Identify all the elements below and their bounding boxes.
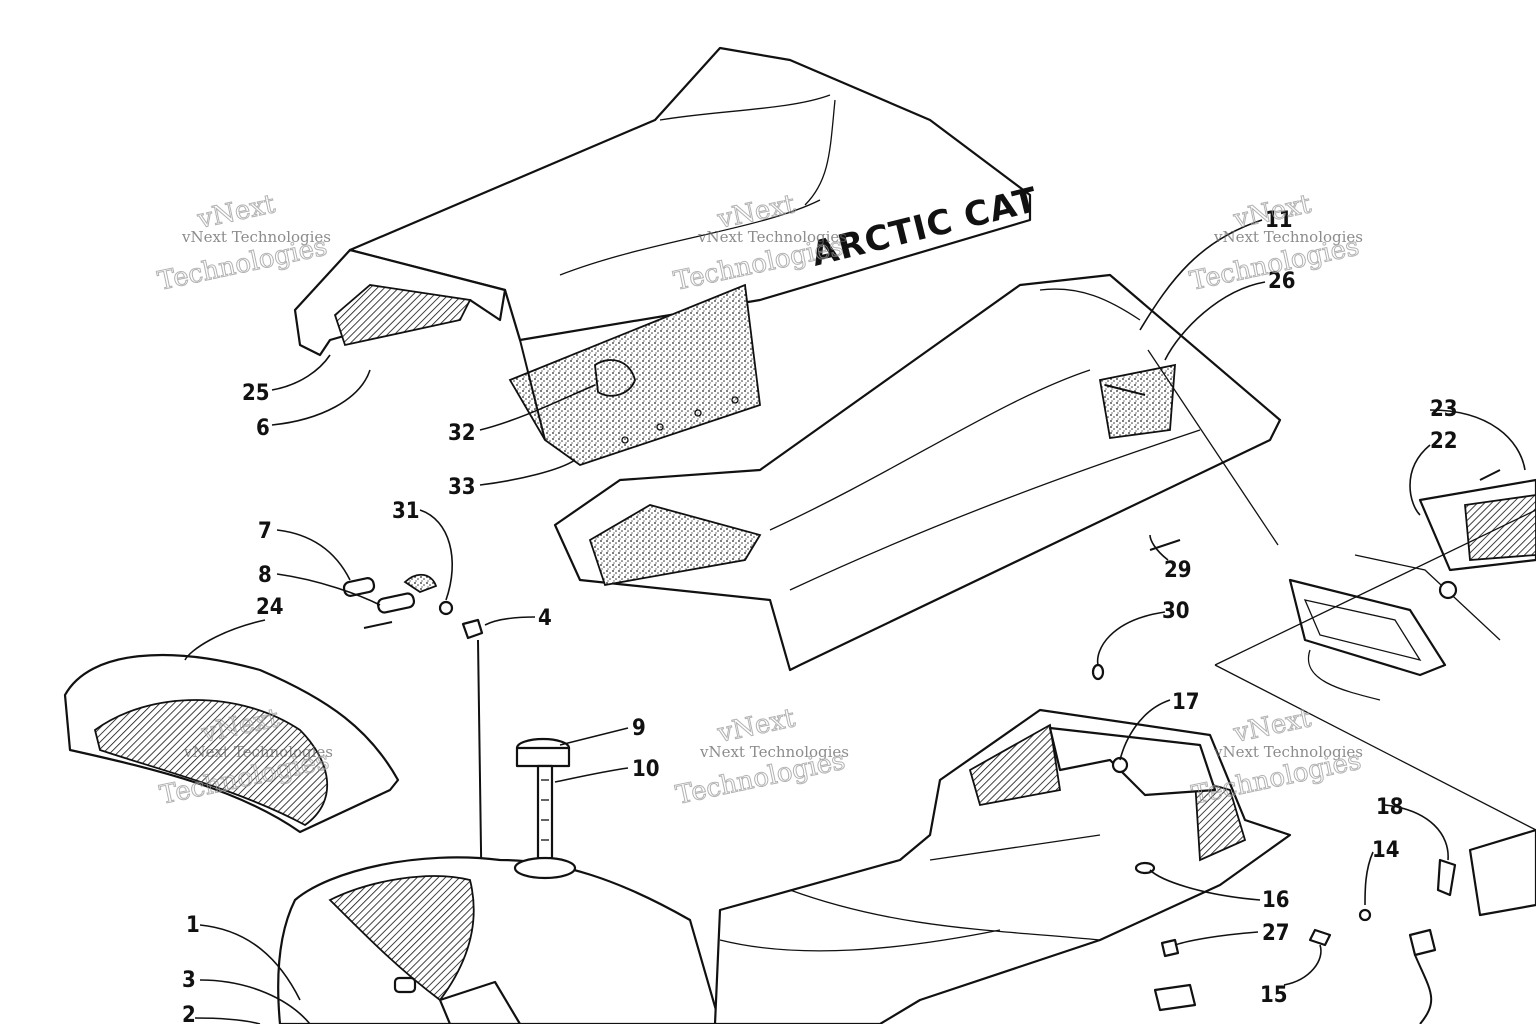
callout-27: 27	[1262, 921, 1290, 946]
callout-29: 29	[1164, 558, 1192, 583]
lower-seat	[553, 273, 1282, 672]
callout-15: 15	[1260, 983, 1288, 1008]
svg-text:vNext Technologies: vNext Technologies	[697, 228, 847, 246]
callout-8: 8	[258, 563, 272, 588]
watermark-bottomright: vNext vNext Technologies Technologies	[1189, 703, 1365, 812]
fuel-cap	[515, 737, 571, 868]
callout-10: 10	[632, 757, 660, 782]
callout-32: 32	[448, 421, 476, 446]
callout-16: 16	[1262, 888, 1290, 913]
watermark-topleft: vNext vNext Technologies Technologies	[155, 189, 331, 298]
callout-33: 33	[448, 475, 476, 500]
svg-text:vNext Technologies: vNext Technologies	[699, 743, 849, 761]
callout-30: 30	[1162, 599, 1190, 624]
callout-9: 9	[632, 716, 646, 741]
callout-6: 6	[256, 416, 270, 441]
callout-31: 31	[392, 499, 420, 524]
callout-1: 1	[186, 913, 200, 938]
callout-17: 17	[1172, 690, 1200, 715]
callout-3: 3	[182, 968, 196, 993]
callout-23: 23	[1430, 397, 1458, 422]
svg-text:vNext Technologies: vNext Technologies	[183, 743, 333, 761]
callout-26: 26	[1268, 269, 1296, 294]
taillight-assembly	[1214, 478, 1536, 831]
fuel-tank	[277, 856, 722, 1024]
callout-24: 24	[256, 595, 284, 620]
callout-7: 7	[258, 519, 272, 544]
callout-22: 22	[1430, 429, 1458, 454]
callout-11: 11	[1265, 208, 1293, 233]
watermark-bottomcenter: vNext vNext Technologies Technologies	[673, 703, 849, 812]
callout-labels: 25 6 32 33 31 7 8 4 24 9 10 11 26 23 22 …	[182, 208, 1458, 1024]
rear-hardware	[1091, 349, 1536, 1024]
seat-backrest	[63, 653, 400, 834]
callout-14: 14	[1372, 838, 1400, 863]
svg-text:vNext Technologies: vNext Technologies	[181, 228, 331, 246]
callout-25: 25	[242, 381, 270, 406]
tunnel-housing	[713, 708, 1292, 1024]
svg-text:vNext Technologies: vNext Technologies	[1213, 743, 1363, 761]
leader-lines	[184, 219, 1526, 1024]
svg-text:vNext Technologies: vNext Technologies	[1213, 228, 1363, 246]
callout-18: 18	[1376, 795, 1404, 820]
callout-4: 4	[538, 606, 552, 631]
callout-2: 2	[182, 1003, 196, 1024]
